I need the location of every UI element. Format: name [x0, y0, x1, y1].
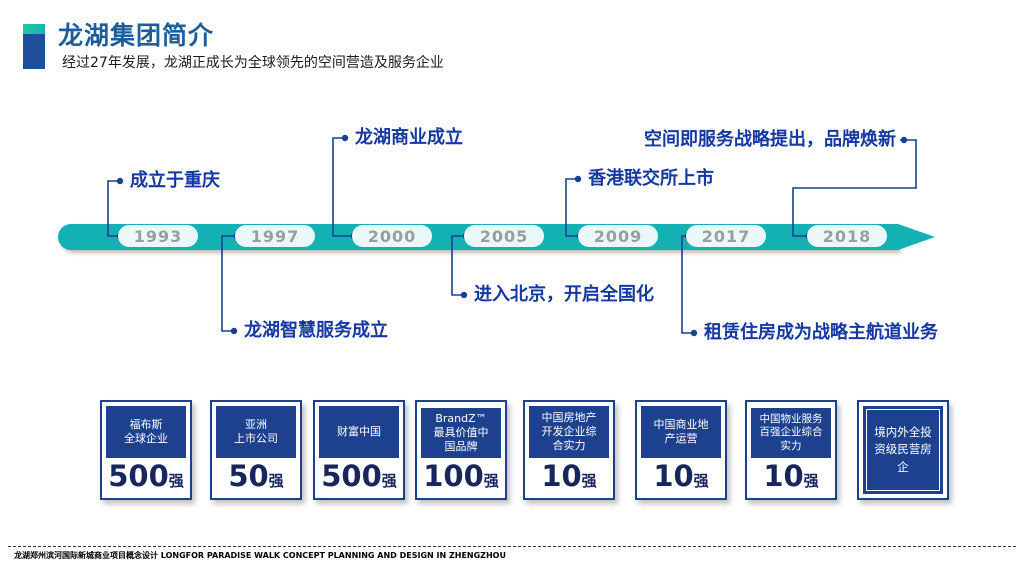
badge-rank-unit: 强	[581, 472, 597, 490]
badge-rank-unit: 强	[268, 472, 284, 490]
badge-rank-unit: 强	[693, 472, 709, 490]
milestone-label: 成立于重庆	[130, 170, 220, 191]
badge-rank-number: 10	[763, 459, 804, 493]
connector-line	[221, 235, 238, 332]
timeline-year-pill: 2009	[578, 225, 658, 247]
badge-rank-number: 10	[541, 459, 582, 493]
connector-line	[332, 137, 355, 237]
badge-rank-unit: 强	[381, 472, 397, 490]
badge-title: 中国商业地 产运营	[641, 406, 721, 458]
footer-divider	[8, 546, 1016, 547]
page-title: 龙湖集团简介	[58, 21, 215, 50]
timeline-year-pill: 2000	[352, 225, 432, 247]
callout-bullet	[574, 175, 582, 183]
callout-bullet	[230, 327, 238, 335]
title-accent-icon	[23, 24, 45, 69]
milestone-label: 龙湖智慧服务成立	[244, 320, 388, 341]
badge-rank-number: 500	[321, 459, 382, 493]
page-subtitle: 经过27年发展，龙湖正成长为全球领先的空间营造及服务企业	[62, 55, 444, 71]
badge-rank-number: 500	[108, 459, 169, 493]
milestone-label: 进入北京，开启全国化	[474, 284, 654, 305]
badge-title: 亚洲 上市公司	[216, 406, 296, 458]
milestone-label: 空间即服务战略提出，品牌焕新	[644, 129, 896, 150]
badge-full-box: 境内外全投 资级民营房 企	[863, 406, 943, 494]
callout-bullet	[690, 329, 698, 337]
milestone-label: 香港联交所上市	[588, 168, 714, 189]
badge-rank-number: 10	[653, 459, 694, 493]
badge-title: BrandZ™ 最具价值中 国品牌	[421, 406, 501, 458]
badge-rank-unit: 强	[803, 472, 819, 490]
award-badge: 境内外全投 资级民营房 企	[857, 400, 949, 500]
title-accent-blue	[23, 34, 45, 69]
milestone-label: 租赁住房成为战略主航道业务	[704, 322, 938, 343]
timeline-year-pill: 2018	[807, 225, 887, 247]
badge-rank-number: 100	[423, 459, 484, 493]
title-accent-teal	[23, 24, 45, 34]
badge-rank-unit: 强	[483, 472, 499, 490]
callout-bullet	[460, 291, 468, 299]
callout-bullet	[341, 134, 349, 142]
badge-title: 境内外全投 资级民营房 企	[866, 409, 940, 491]
timeline-year-pill: 1993	[118, 225, 198, 247]
milestone-label: 龙湖商业成立	[355, 127, 463, 148]
connector-line	[681, 235, 692, 334]
badge-rank-number: 50	[228, 459, 269, 493]
connector-line	[792, 139, 917, 237]
timeline-year-pill: 1997	[235, 225, 315, 247]
timeline-year-pill: 2017	[686, 225, 766, 247]
callout-bullet	[900, 136, 908, 144]
timeline-year-pill: 2005	[464, 225, 544, 247]
callout-bullet	[116, 177, 124, 185]
badge-title: 福布斯 全球企业	[106, 406, 186, 458]
timeline-arrow-icon	[898, 224, 935, 250]
badge-title: 财富中国	[319, 406, 399, 458]
badge-title: 中国房地产 开发企业综 合实力	[529, 406, 609, 458]
badge-title: 中国物业服务 百强企业综合 实力	[751, 406, 831, 458]
footer-text: 龙湖郑州滨河国际新城商业项目概念设计 LONGFOR PARADISE WALK…	[14, 551, 506, 560]
badge-rank-unit: 强	[168, 472, 184, 490]
